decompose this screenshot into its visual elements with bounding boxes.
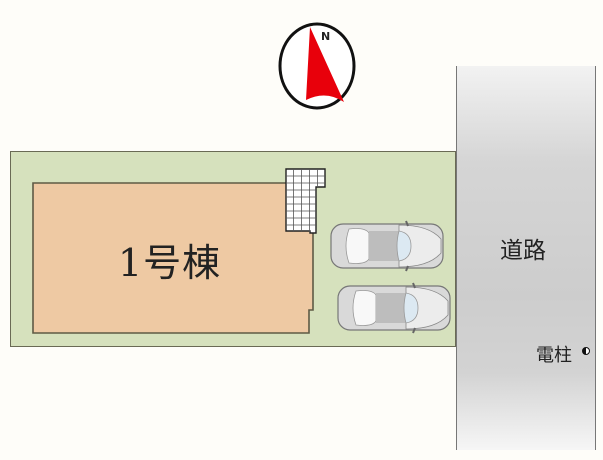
car-icon [330, 220, 444, 272]
terrace-grid [285, 168, 326, 234]
north-label: N [321, 30, 330, 43]
car-icon [337, 282, 451, 334]
utility-pole-label: 電柱 [536, 345, 572, 366]
north-compass-icon: N [278, 22, 356, 110]
utility-pole-icon [582, 347, 590, 355]
road-label: 道路 [500, 238, 546, 264]
building-label: 1号棟 [118, 241, 222, 285]
road [456, 66, 596, 450]
